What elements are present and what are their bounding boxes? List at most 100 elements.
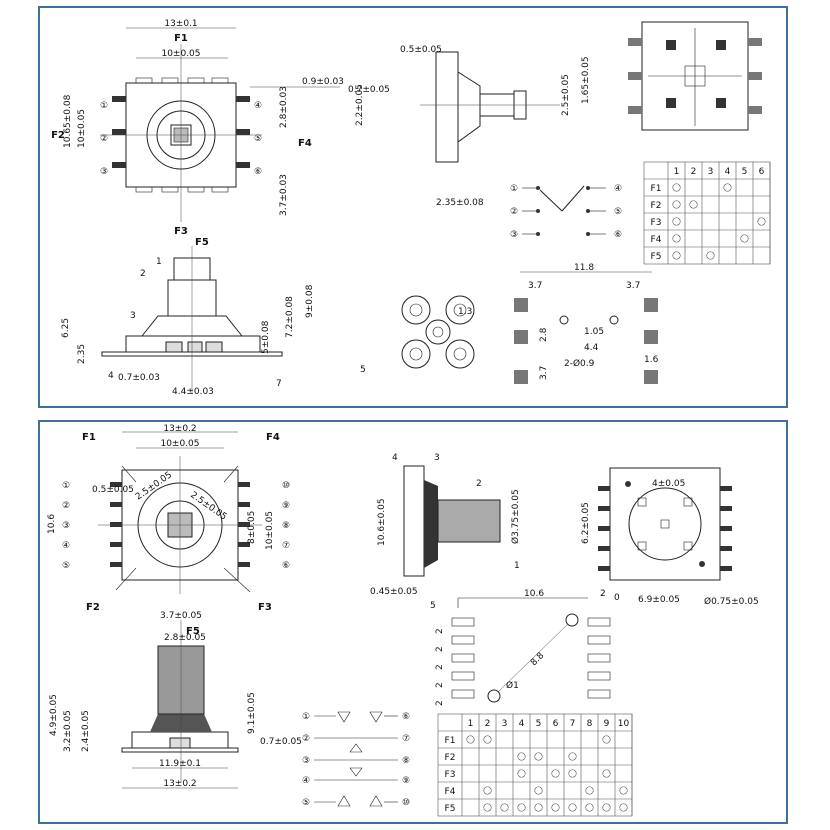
sch-left-3: ③ xyxy=(510,230,518,240)
top-view-pins-left xyxy=(112,96,126,168)
top-table-row-label: F3 xyxy=(651,218,662,228)
b-sch-8: ⑧ xyxy=(402,756,410,766)
bottom-drawing-svg: F1 F4 F2 F3 13±0.2 10±0.05 0.5±0.05 2.5±… xyxy=(47,424,759,817)
b-sch-10: ⑩ xyxy=(402,798,410,808)
front-dim-07: 0.7±0.03 xyxy=(118,373,160,383)
top-table-col-header: 3 xyxy=(708,167,714,177)
fp-dim-105: 1.05 xyxy=(584,327,604,337)
fp2-dim-88: 8.8 xyxy=(529,651,546,668)
b-side-callout-5: 5 xyxy=(430,601,436,611)
front-dim-9: 9±0.08 xyxy=(305,284,315,318)
b-side-dim-106: 10.6±0.05 xyxy=(377,498,387,546)
bottom-table-row-label: F5 xyxy=(445,804,456,814)
top-table-mark xyxy=(740,234,749,243)
bottom-table-mark xyxy=(466,735,475,744)
bottom-table-mark xyxy=(534,752,543,761)
bottom-table-col-header: 6 xyxy=(553,719,559,729)
sch-left-1: ① xyxy=(510,184,518,194)
b-dim-r2: 2.5±0.05 xyxy=(188,490,228,522)
top-table-mark xyxy=(672,251,681,260)
b-sch-9: ⑨ xyxy=(402,776,410,786)
fp-dim-37b: 3.7 xyxy=(626,281,640,291)
top-view-tabs xyxy=(135,77,229,193)
bottom-table-mark xyxy=(483,803,492,812)
b-top-view-pins xyxy=(110,482,250,567)
bottom-table-col-header: 4 xyxy=(519,719,525,729)
top-pcb-footprint: 11.8 3.7 3.7 1.3 2.8 1.05 4.4 3.7 2-Ø0.9… xyxy=(458,263,659,384)
bottom-table-row-label: F3 xyxy=(445,770,456,780)
top-switch-side-view: 0.5±0.05 0.7±0.05 2.2±0.05 2.35±0.08 2.5… xyxy=(348,45,591,208)
b-bot-dim-69: 6.9±0.05 xyxy=(638,595,680,605)
top-drawing-svg: F1 F3 F2 F4 13±0.1 10±0.05 10.65±0.08 10… xyxy=(51,19,771,397)
sch-right-4: ④ xyxy=(614,184,622,194)
bottom-table-mark xyxy=(517,803,526,812)
b-dim-10: 10±0.05 xyxy=(160,439,199,449)
front-dim-72: 7.2±0.08 xyxy=(285,296,295,338)
b-pin-6: ⑩ xyxy=(282,481,290,491)
top-table-mark xyxy=(757,217,766,226)
dim-width-13: 13±0.1 xyxy=(164,19,197,29)
top-table-mark xyxy=(672,217,681,226)
b-force-f5: F5 xyxy=(186,626,200,637)
b-front-dim-32: 3.2±0.05 xyxy=(63,710,73,752)
pin-label-1: ① xyxy=(100,101,108,111)
pin-label-4: ④ xyxy=(254,101,262,111)
b-force-f3: F3 xyxy=(258,602,272,613)
dim-09: 0.9±0.03 xyxy=(302,77,344,87)
bottom-table-col-header: 10 xyxy=(618,719,630,729)
bottom-table-mark xyxy=(517,752,526,761)
b-front-dim-24: 2.4±0.05 xyxy=(81,710,91,752)
fp-hole: 2-Ø0.9 xyxy=(564,358,595,369)
bottom-table-mark xyxy=(619,803,628,812)
force-label-f1: F1 xyxy=(174,33,188,44)
sch-right-6: ⑥ xyxy=(614,230,622,240)
callout-7: 7 xyxy=(276,379,282,389)
callout-5: 5 xyxy=(360,365,366,375)
bottom-table-mark xyxy=(619,786,628,795)
bottom-table-mark xyxy=(483,786,492,795)
callout-4: 4 xyxy=(108,371,114,381)
bottom-table-row-label: F2 xyxy=(445,753,456,763)
fp2-dim-106: 10.6 xyxy=(524,589,544,599)
b-sch-3: ③ xyxy=(302,756,310,766)
bottom-table-mark xyxy=(551,803,560,812)
front-dim-625: 6.25 xyxy=(61,318,71,338)
b-side-callout-4: 4 xyxy=(392,453,398,463)
top-table-row-label: F5 xyxy=(651,252,662,262)
fp2-side-2: 2 xyxy=(435,646,445,652)
top-table-mark xyxy=(689,200,698,209)
rubber-dome-part xyxy=(401,295,475,369)
pin-label-2: ② xyxy=(100,134,108,144)
bottom-table-row-label: F1 xyxy=(445,736,456,746)
bottom-table-mark xyxy=(534,803,543,812)
fp-dim-118: 11.8 xyxy=(574,263,594,273)
dim-width-10: 10±0.05 xyxy=(161,49,200,59)
b-sch-1: ① xyxy=(302,712,310,722)
bottom-table-col-header: 2 xyxy=(485,719,491,729)
top-switch-top-view: F1 F3 F2 F4 13±0.1 10±0.05 10.65±0.08 10… xyxy=(51,19,344,237)
bottom-table-mark xyxy=(500,803,509,812)
top-table-col-header: 5 xyxy=(742,167,748,177)
b-pin-1: ① xyxy=(62,481,70,491)
fp-dim-37: 3.7 xyxy=(539,366,549,380)
dim-height-1065: 10.65±0.08 xyxy=(63,94,73,148)
side-dim-07: 0.7±0.05 xyxy=(348,85,390,95)
b-pin-5: ⑤ xyxy=(62,561,70,571)
front-dim-5: 5±0.08 xyxy=(261,320,271,354)
bottom-table-mark xyxy=(568,769,577,778)
b-side-callout-1: 1 xyxy=(514,561,520,571)
bottom-table-mark xyxy=(602,735,611,744)
fp2-side-3: 2 xyxy=(435,664,445,670)
b-dim-r1: 2.5±0.05 xyxy=(134,470,174,502)
bottom-table-mark xyxy=(585,786,594,795)
side-dim-22: 2.2±0.05 xyxy=(355,84,365,126)
side-dim-235: 2.35±0.08 xyxy=(436,198,484,208)
top-table-col-header: 6 xyxy=(759,167,765,177)
b-dim-8: 8±0.05 xyxy=(247,511,257,544)
pin-label-3: ③ xyxy=(100,167,108,177)
pin-label-6: ⑥ xyxy=(254,167,262,177)
force-label-f5: F5 xyxy=(195,237,209,248)
bottom-table-col-header: 3 xyxy=(502,719,508,729)
side-dim-165: 1.65±0.05 xyxy=(581,56,591,104)
